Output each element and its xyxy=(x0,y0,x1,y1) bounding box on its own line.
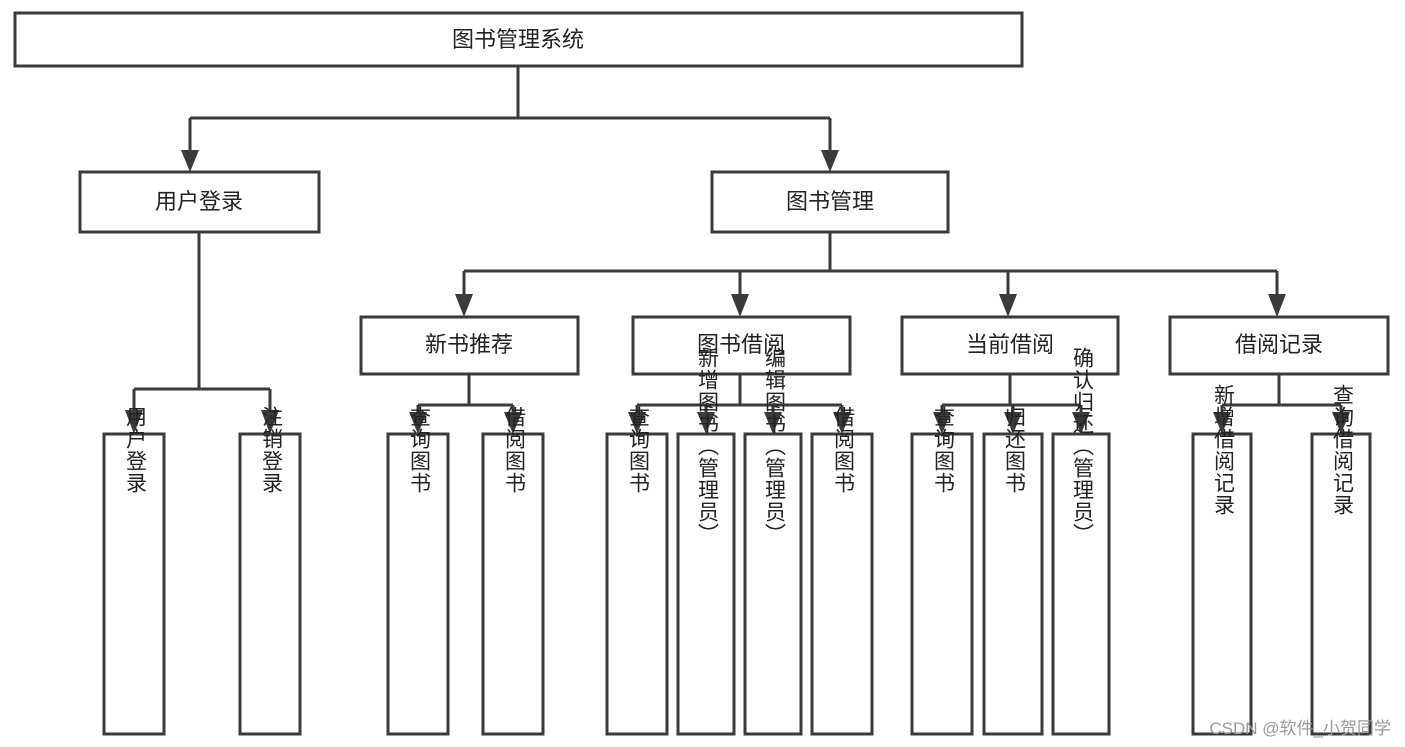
node-book-management-label: 图书管理 xyxy=(786,189,874,214)
connector-root-to-level2 xyxy=(181,66,839,172)
node-book-borrow[interactable]: 图书借阅 xyxy=(631,315,852,376)
leaf-node-borrow-book-newbook-box xyxy=(481,432,545,736)
leaf-node-logout-box xyxy=(238,432,302,736)
leaf-node-query-book-current[interactable]: 查询图书 xyxy=(910,406,974,736)
node-user-login[interactable]: 用户登录 xyxy=(78,170,321,234)
leaf-node-user-login[interactable]: 用户登录 xyxy=(102,406,166,736)
leaf-node-query-book-borrow-label: 查询图书 xyxy=(626,406,650,494)
node-root-system[interactable]: 图书管理系统 xyxy=(13,11,1024,68)
leaf-node-borrow-book-newbook[interactable]: 借阅图书 xyxy=(481,406,545,736)
node-book-borrow-box xyxy=(631,315,852,376)
node-current-borrow[interactable]: 当前借阅 xyxy=(900,315,1120,376)
connector-newbook-to-leaves xyxy=(409,374,522,434)
leaf-node-edit-book-admin-label: 编辑图书（管理员） xyxy=(762,347,786,545)
leaf-node-confirm-return-admin[interactable]: 确认归还（管理员） xyxy=(1051,347,1111,736)
connector-record-to-leaves xyxy=(1213,374,1350,434)
leaf-node-query-book-newbook[interactable]: 查询图书 xyxy=(386,406,450,736)
connector-userlogin-to-leaves xyxy=(125,232,279,434)
node-new-book-recommend-label: 新书推荐 xyxy=(425,332,513,357)
leaf-node-user-login-box xyxy=(102,432,166,736)
connector-current-to-leaves xyxy=(933,374,1090,434)
leaf-node-return-book[interactable]: 归还图书 xyxy=(982,406,1044,736)
leaf-node-add-borrow-record[interactable]: 新增借阅记录 xyxy=(1191,384,1253,736)
leaf-node-query-book-newbook-box xyxy=(386,432,450,736)
leaf-node-query-book-current-label: 查询图书 xyxy=(931,406,955,494)
node-root-system-box xyxy=(13,11,1024,68)
node-book-management-box xyxy=(710,170,950,234)
leaf-node-query-book-current-box xyxy=(910,432,974,736)
node-new-book-recommend[interactable]: 新书推荐 xyxy=(359,315,580,376)
leaf-node-add-book-admin-label: 新增图书（管理员） xyxy=(695,347,719,545)
leaf-node-edit-book-admin-box xyxy=(743,432,803,736)
leaf-node-borrow-book-box xyxy=(810,432,874,736)
node-user-login-box xyxy=(78,170,321,234)
node-borrow-record[interactable]: 借阅记录 xyxy=(1168,315,1390,376)
leaf-node-return-book-label: 归还图书 xyxy=(1002,406,1026,494)
leaf-node-add-borrow-record-box xyxy=(1191,432,1253,736)
node-user-login-label: 用户登录 xyxy=(155,189,243,214)
node-current-borrow-label: 当前借阅 xyxy=(966,332,1054,357)
node-book-borrow-label: 图书借阅 xyxy=(697,332,785,357)
node-book-management[interactable]: 图书管理 xyxy=(710,170,950,234)
leaf-node-confirm-return-admin-box xyxy=(1051,432,1111,736)
leaf-node-query-book-borrow-box xyxy=(605,432,669,736)
leaf-node-logout-label: 注销登录 xyxy=(259,406,283,494)
leaf-node-query-borrow-record-box xyxy=(1310,432,1372,736)
connector-bookmgmt-to-level3 xyxy=(455,232,1286,317)
node-new-book-recommend-box xyxy=(359,315,580,376)
leaf-node-add-book-admin[interactable]: 新增图书（管理员） xyxy=(676,347,736,736)
node-current-borrow-box xyxy=(900,315,1120,376)
leaf-node-user-login-label: 用户登录 xyxy=(123,406,147,494)
node-borrow-record-box xyxy=(1168,315,1390,376)
leaf-node-confirm-return-admin-label: 确认归还（管理员） xyxy=(1070,347,1094,545)
leaf-node-query-borrow-record[interactable]: 查询借阅记录 xyxy=(1310,384,1372,736)
leaf-node-return-book-box xyxy=(982,432,1044,736)
leaf-node-logout[interactable]: 注销登录 xyxy=(238,406,302,736)
leaf-node-query-book-borrow[interactable]: 查询图书 xyxy=(605,406,669,736)
leaf-node-query-book-newbook-label: 查询图书 xyxy=(407,406,431,494)
node-root-system-label: 图书管理系统 xyxy=(452,27,584,52)
leaf-node-add-book-admin-box xyxy=(676,432,736,736)
leaf-node-borrow-book-label: 借阅图书 xyxy=(831,406,855,494)
leaf-node-query-borrow-record-label: 查询借阅记录 xyxy=(1330,384,1354,516)
node-borrow-record-label: 借阅记录 xyxy=(1235,332,1323,357)
connector-borrow-to-leaves xyxy=(628,374,851,434)
leaf-node-borrow-book-newbook-label: 借阅图书 xyxy=(502,406,526,494)
leaf-node-edit-book-admin[interactable]: 编辑图书（管理员） xyxy=(743,347,803,736)
leaf-node-add-borrow-record-label: 新增借阅记录 xyxy=(1211,384,1235,516)
leaf-node-borrow-book[interactable]: 借阅图书 xyxy=(810,406,874,736)
